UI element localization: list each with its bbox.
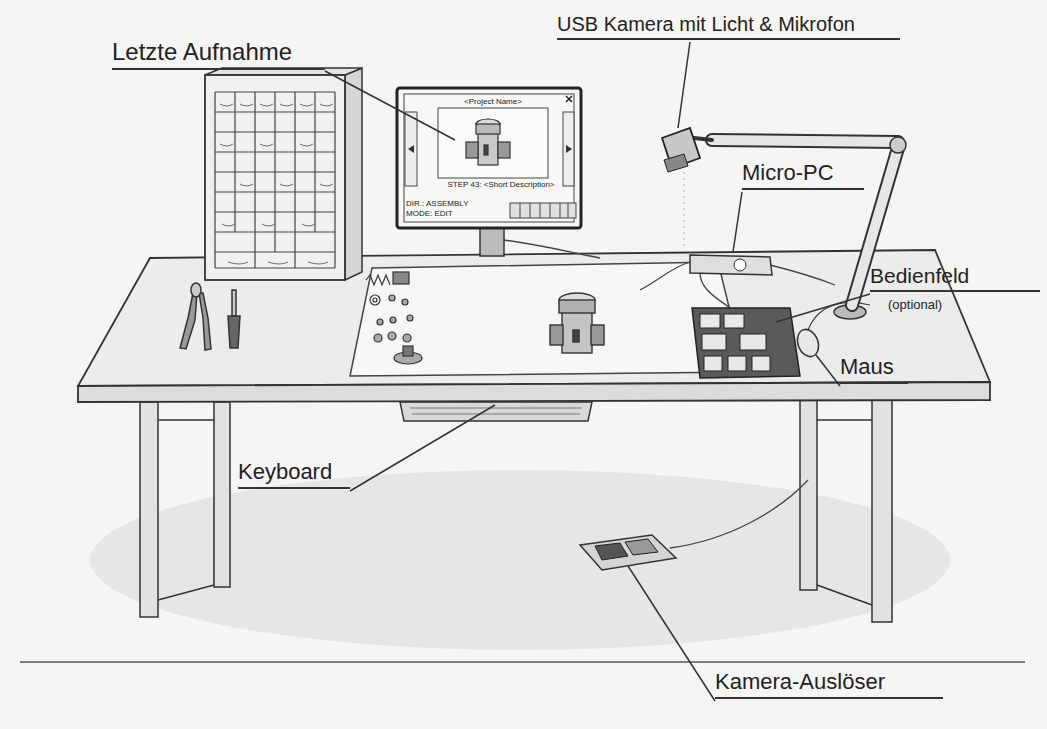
screen-text: STEP 43: <Short Description>: [438, 180, 564, 190]
screen-text: <Project Name>: [440, 97, 546, 107]
callout-label: Bedienfeld: [870, 263, 1040, 292]
callout-label: Kamera-Auslöser: [715, 669, 943, 699]
screen-text: DIR.: ASSEMBLY: [406, 199, 506, 209]
callout-label: Micro-PC: [742, 160, 864, 190]
screen-text: MODE: EDIT: [406, 209, 506, 219]
callout-label: Keyboard: [238, 459, 350, 489]
callout-label: Letzte Aufnahme: [112, 37, 325, 70]
callout-note: (optional): [888, 297, 988, 313]
callout-label: Maus: [840, 354, 908, 384]
callout-label: USB Kamera mit Licht & Mikrofon: [557, 12, 900, 40]
